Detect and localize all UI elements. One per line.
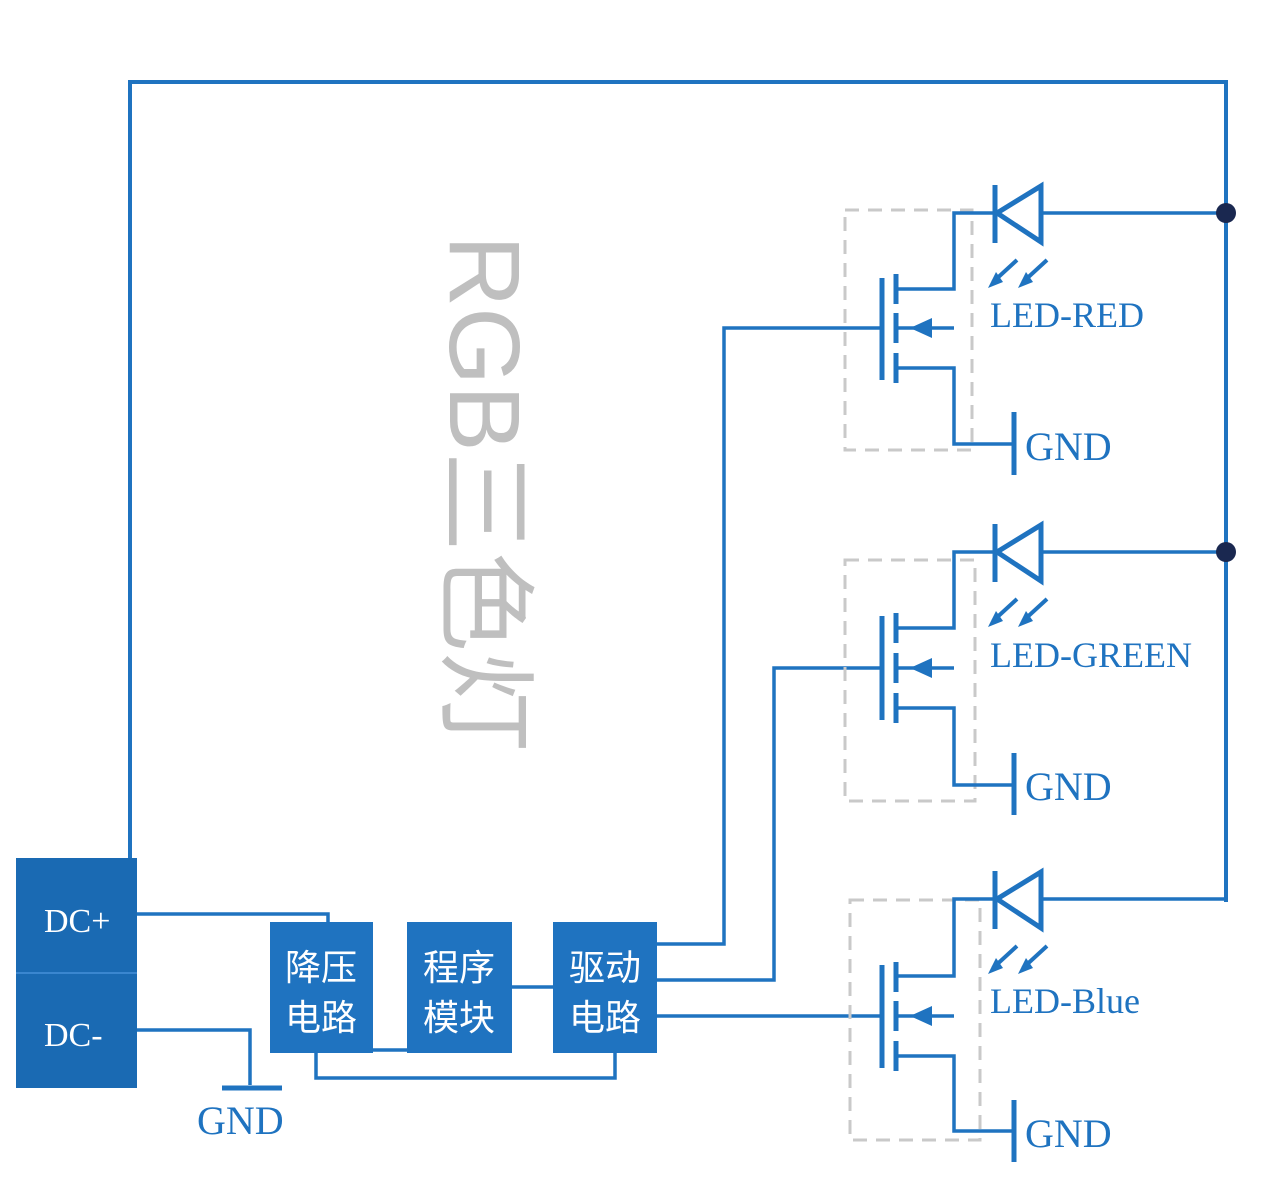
module-ground-return [314,1053,617,1080]
driver-circuit-line2: 电路 [569,998,641,1038]
dc-negative-wire [137,1028,252,1085]
green-gate-wire [657,666,880,982]
buck-circuit-line2: 电路 [285,998,357,1038]
driver-circuit-line1: 驱动 [569,948,641,988]
green-led-icon [992,520,1044,586]
program-module-line2: 模块 [423,998,495,1038]
green-light-emission-icon [988,597,1049,627]
blue-mosfet-outline [848,898,982,1142]
program-module: 程序 模块 [407,922,512,1053]
red-gate-wire [657,326,880,946]
green-mosfet-outline [843,558,977,803]
red-led-icon [992,181,1044,247]
dc-negative-label: DC- [44,1017,103,1054]
supply-rail [128,80,1228,902]
blue-drain-wire [896,897,995,978]
blue-led-label: LED-Blue [990,981,1140,1021]
red-led-label: LED-RED [990,295,1144,335]
green-led-label: LED-GREEN [990,635,1192,675]
program-module-line1: 程序 [423,948,495,988]
red-ground-label: GND [1025,424,1112,469]
ground-label-main: GND [197,1098,284,1143]
junction-dot-green [1216,542,1236,562]
blue-channel: GND LED-Blue [848,867,1226,1162]
blue-source-wire [896,1054,1014,1133]
red-light-emission-icon [988,258,1049,288]
program-module-box [407,922,512,1053]
blue-ground-label: GND [1025,1111,1112,1156]
red-mosfet-arrow [910,318,932,338]
blue-led-icon [992,867,1044,933]
blue-light-emission-icon [988,944,1049,974]
dc-positive-label: DC+ [44,903,110,940]
junction-dot-red [1216,203,1236,223]
power-connector: DC+ DC- [16,858,137,1088]
green-drain-wire [896,550,995,630]
driver-circuit-box [553,922,657,1053]
red-source-wire [896,366,1014,446]
green-source-wire [896,706,1014,787]
buck-circuit-module: 降压 电路 [270,922,373,1053]
green-channel: GND LED-GREEN [843,520,1226,815]
green-ground-label: GND [1025,764,1112,809]
dc-positive-wire [137,912,330,922]
diagram-title: RGB三色灯 [428,235,540,752]
buck-circuit-line1: 降压 [285,948,357,988]
green-mosfet-arrow [910,658,932,678]
driver-circuit-module: 驱动 电路 [553,922,657,1053]
red-drain-wire [896,211,995,291]
buck-circuit-box [270,922,373,1053]
red-channel: GND LED-RED [843,181,1226,475]
blue-mosfet-arrow [910,1006,932,1026]
